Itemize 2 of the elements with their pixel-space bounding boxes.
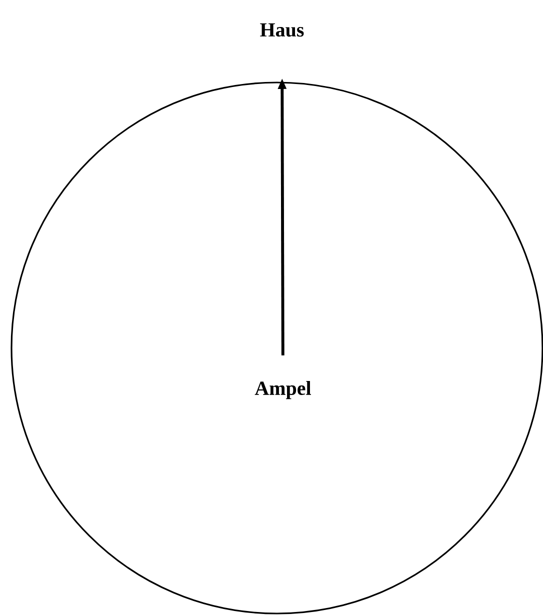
text-label: Ampel	[254, 380, 311, 400]
text-label: Haus	[260, 23, 304, 37]
